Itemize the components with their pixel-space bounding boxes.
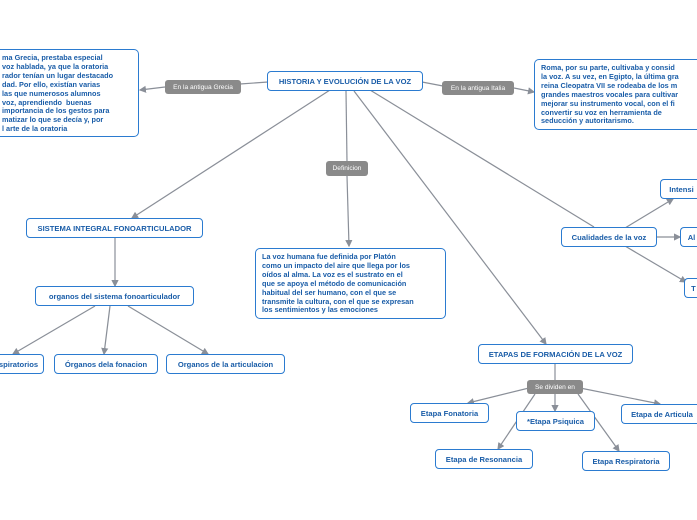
edge-label-dividen[interactable]: Se dividen en bbox=[527, 380, 583, 394]
edge-grecia-text bbox=[138, 85, 166, 93]
etapa-articula-node[interactable]: Etapa de Articula bbox=[621, 404, 697, 424]
cualidades-timbre-node[interactable]: T bbox=[684, 278, 697, 298]
definition-text-node[interactable]: La voz humana fue definida por Platón co… bbox=[255, 248, 446, 319]
edge-root-sistema bbox=[130, 89, 331, 219]
edge-root-etapas bbox=[353, 90, 547, 345]
root-node[interactable]: HISTORIA Y EVOLUCIÓN DE LA VOZ bbox=[267, 71, 423, 91]
edge-italia-text bbox=[513, 87, 536, 95]
edge-root-cualidades bbox=[369, 89, 595, 228]
edge-cualidades-intensidad bbox=[624, 198, 675, 229]
etapas-node[interactable]: ETAPAS DE FORMACIÓN DE LA VOZ bbox=[478, 344, 633, 364]
etapa-fonatoria-node[interactable]: Etapa Fonatoria bbox=[410, 403, 489, 423]
edge-root-grecia bbox=[239, 81, 269, 85]
etapa-psiquica-node[interactable]: *Etapa Psiquica bbox=[516, 411, 595, 431]
rome-text-node[interactable]: Roma, por su parte, cultivaba y consid l… bbox=[534, 59, 697, 130]
sistema-node[interactable]: SISTEMA INTEGRAL FONOARTICULADOR bbox=[26, 218, 203, 238]
organos-node[interactable]: organos del sistema fonoarticulador bbox=[35, 286, 194, 306]
edge-definicion-text bbox=[345, 175, 353, 248]
etapa-resonancia-node[interactable]: Etapa de Resonancia bbox=[435, 449, 533, 469]
edge-organos-respiratorios bbox=[11, 305, 96, 355]
cualidades-node[interactable]: Cualidades de la voz bbox=[561, 227, 657, 247]
organos-fonacion-node[interactable]: Órganos dela fonacion bbox=[54, 354, 158, 374]
organos-articulacion-node[interactable]: Organos de la articulacion bbox=[166, 354, 285, 374]
etapa-respiratoria-node[interactable]: Etapa Respiratoria bbox=[582, 451, 670, 471]
edge-organos-articulacion bbox=[127, 305, 210, 355]
edge-cualidades-timbre bbox=[624, 245, 688, 283]
edge-dividen-fonatoria bbox=[466, 386, 534, 406]
edge-dividen-articula bbox=[579, 387, 662, 407]
edge-dividen-respiratoria bbox=[577, 393, 620, 452]
edge-label-grecia[interactable]: En la antigua Grecia bbox=[165, 80, 241, 94]
edge-root-italia bbox=[421, 81, 444, 87]
cualidades-altura-node[interactable]: Al bbox=[680, 227, 697, 247]
organos-respiratorios-node[interactable]: spiratorios bbox=[0, 354, 44, 374]
edge-root-definicion bbox=[345, 90, 348, 163]
greece-text-node[interactable]: ma Grecia, prestaba especial voz hablada… bbox=[0, 49, 139, 137]
edge-label-italia[interactable]: En la antigua Italia bbox=[442, 81, 514, 95]
edge-label-definicion[interactable]: Definicion bbox=[326, 161, 368, 176]
edge-organos-fonacion bbox=[101, 305, 111, 356]
cualidades-intensidad-node[interactable]: Intensi bbox=[660, 179, 697, 199]
